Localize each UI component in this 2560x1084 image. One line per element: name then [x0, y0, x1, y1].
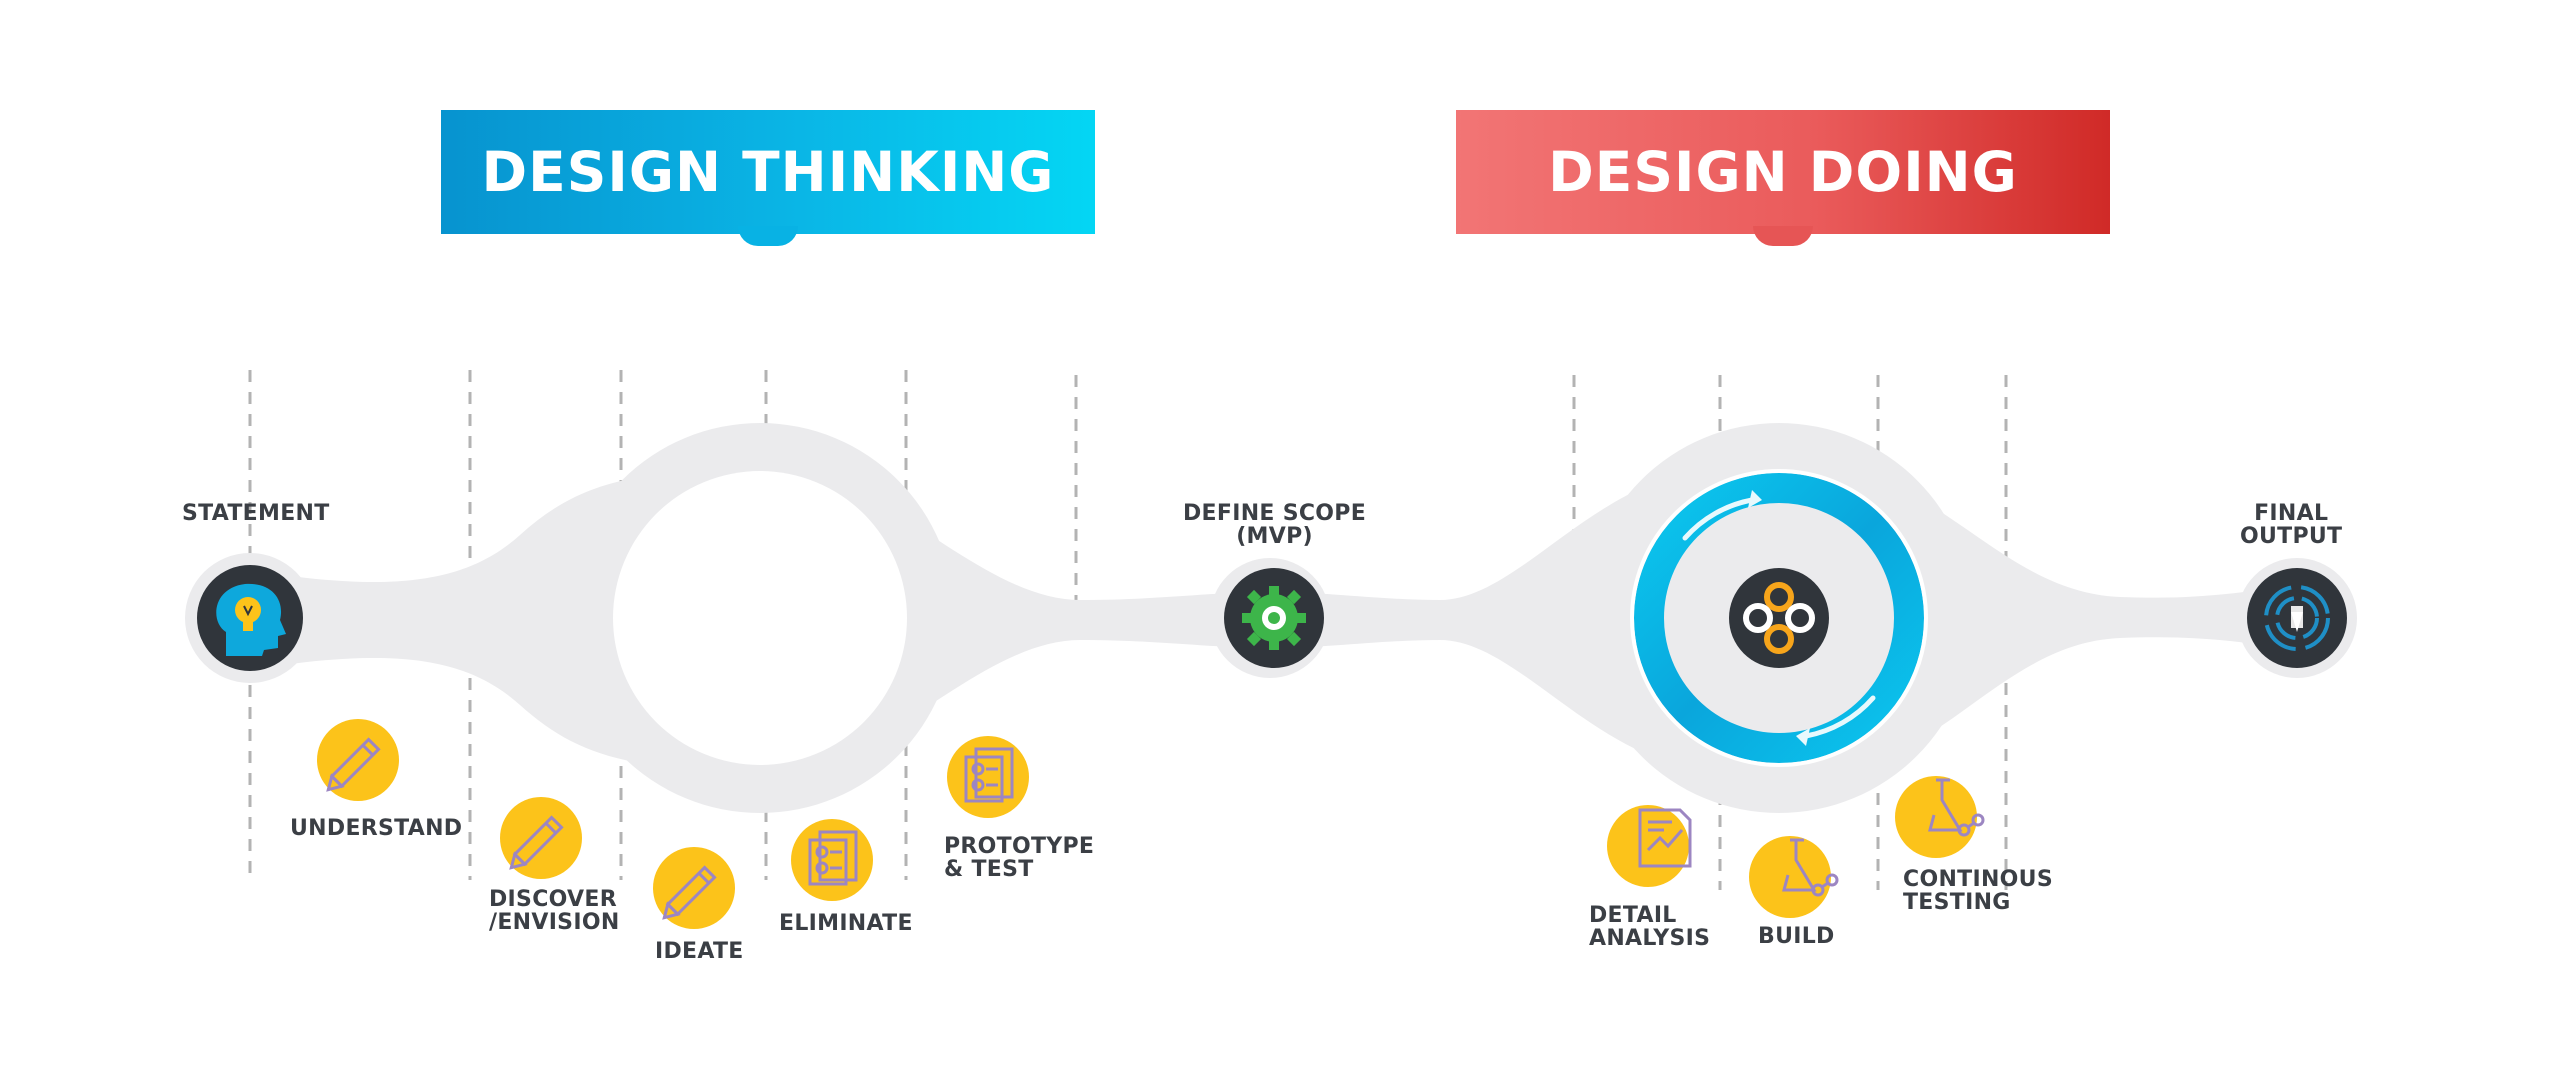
- report-chart-icon: [1638, 808, 1692, 868]
- discover-label-line-2: /ENVISION: [489, 910, 620, 935]
- cycle-arrow-top: [1682, 497, 1755, 541]
- gear-icon: [1242, 586, 1306, 650]
- flask-icon: [1782, 838, 1839, 897]
- detail-analysis-step: [1607, 805, 1692, 887]
- design-thinking-title: DESIGN THINKING: [481, 140, 1055, 204]
- continous-testing-label-line-2: TESTING: [1903, 890, 2011, 915]
- prototype-label-line-1: PROTOTYPE: [944, 834, 1095, 859]
- cycle-arrow-top-head: [1748, 490, 1762, 508]
- statement-node: [197, 565, 303, 671]
- design-doing-hub: [1729, 568, 1829, 668]
- design-thinking-hole: [613, 471, 907, 765]
- define-scope-label-line-2: (MVP): [1236, 524, 1313, 549]
- discover-label-line-1: DISCOVER: [489, 887, 617, 912]
- discover-label: DISCOVER /ENVISION: [489, 888, 620, 934]
- pencil-icon: [509, 815, 564, 870]
- design-doing-banner: DESIGN DOING: [1456, 110, 2110, 234]
- statement-label-line: STATEMENT: [182, 501, 330, 526]
- eliminate-label: ELIMINATE: [779, 912, 913, 935]
- flask-icon: [1928, 778, 1985, 837]
- target-icon: [2264, 585, 2330, 651]
- define-scope-node: [1224, 568, 1324, 668]
- cycle-arrow-bottom-head: [1796, 728, 1810, 746]
- prototype-step: [947, 736, 1029, 818]
- four-rings-icon: [1743, 582, 1815, 654]
- eliminate-step: [791, 819, 873, 901]
- pencil-icon: [326, 737, 381, 792]
- eliminate-label-line: ELIMINATE: [779, 911, 913, 936]
- define-scope-label: DEFINE SCOPE (MVP): [1183, 502, 1366, 548]
- cycle-arrow-bottom: [1803, 695, 1876, 739]
- statement-label: STATEMENT: [182, 502, 330, 525]
- dashed-guides-doing: [1572, 375, 2008, 890]
- understand-label-line: UNDERSTAND: [290, 816, 463, 841]
- detail-analysis-label: DETAIL ANALYSIS: [1589, 904, 1710, 950]
- understand-step: [317, 719, 399, 801]
- document-board-icon: [808, 830, 858, 886]
- continous-testing-step: [1895, 776, 1985, 858]
- pencil-icon: [662, 865, 717, 920]
- understand-label: UNDERSTAND: [290, 817, 462, 840]
- continous-testing-label: CONTINOUS TESTING: [1903, 868, 2053, 914]
- build-label: BUILD: [1758, 925, 1835, 948]
- final-output-node: [2247, 568, 2347, 668]
- prototype-label-line-2: & TEST: [944, 857, 1034, 882]
- detail-analysis-label-line-1: DETAIL: [1589, 903, 1677, 928]
- final-output-label-line-2: OUTPUT: [2240, 524, 2343, 549]
- continous-testing-label-line-1: CONTINOUS: [1903, 867, 2053, 892]
- final-output-label-line-1: FINAL: [2254, 501, 2329, 526]
- define-scope-label-line-1: DEFINE SCOPE: [1183, 501, 1367, 526]
- final-output-label: FINAL OUTPUT: [2240, 502, 2342, 548]
- ideate-label: IDEATE: [655, 940, 744, 963]
- head-lightbulb-icon: [216, 583, 286, 656]
- prototype-label: PROTOTYPE & TEST: [944, 835, 1094, 881]
- ideate-label-line: IDEATE: [655, 939, 744, 964]
- ideate-step: [653, 847, 735, 929]
- design-doing-title: DESIGN DOING: [1548, 140, 2018, 204]
- document-board-icon: [964, 747, 1014, 803]
- build-step: [1749, 836, 1839, 918]
- design-thinking-banner: DESIGN THINKING: [441, 110, 1095, 234]
- discover-step: [500, 797, 582, 879]
- step-icons: [317, 719, 1985, 929]
- detail-analysis-label-line-2: ANALYSIS: [1589, 926, 1711, 951]
- design-doing-ring: [1630, 469, 1928, 767]
- build-label-line: BUILD: [1758, 924, 1835, 949]
